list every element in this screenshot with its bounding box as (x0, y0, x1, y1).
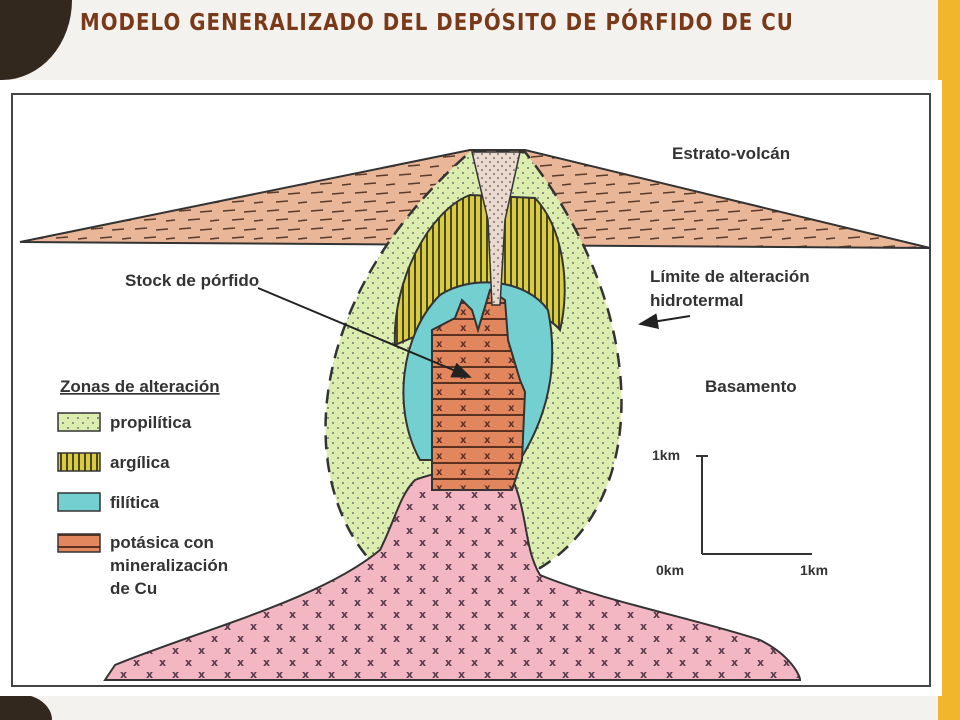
porphyry-deposit-diagram: x x x Estrato-volcán Stock de p (0, 80, 942, 696)
scale-label-horizontal: 1km (800, 562, 828, 578)
corner-decoration-bottom (0, 694, 52, 720)
legend-title: Zonas de alteración (60, 377, 220, 396)
slide-title: MODELO GENERALIZADO DEL DEPÓSITO DE PÓRF… (80, 10, 794, 36)
legend-label-argillic: argílica (110, 453, 170, 472)
legend-swatch-phyllic (57, 492, 101, 512)
alteration-limit-arrow (638, 313, 691, 330)
legend-label-potassic-3: de Cu (110, 579, 157, 598)
scale-bar: 1km 0km 1km (652, 447, 828, 578)
porphyry-stock-label: Stock de pórfido (125, 271, 259, 290)
legend-label-propylitic: propilítica (110, 413, 192, 432)
alteration-limit-label-2: hidrotermal (650, 291, 744, 310)
strato-volcano-label: Estrato-volcán (672, 144, 790, 163)
legend-swatch-propylitic (57, 412, 101, 432)
accent-stripe (938, 0, 960, 720)
legend: Zonas de alteración propilítica argílica… (57, 377, 228, 598)
corner-decoration-top (0, 0, 72, 80)
legend-label-potassic-1: potásica con (110, 533, 214, 552)
basement-label: Basamento (705, 377, 797, 396)
legend-swatch-potassic (57, 533, 101, 553)
legend-label-potassic-2: mineralización (110, 556, 228, 575)
legend-label-phyllic: filítica (110, 493, 160, 512)
legend-swatch-argillic (57, 452, 101, 472)
scale-label-vertical: 1km (652, 447, 680, 463)
alteration-limit-label-1: Límite de alteración (650, 267, 810, 286)
scale-label-origin: 0km (656, 562, 684, 578)
volcanic-conduit (471, 151, 521, 306)
stock-arrow (257, 287, 472, 378)
